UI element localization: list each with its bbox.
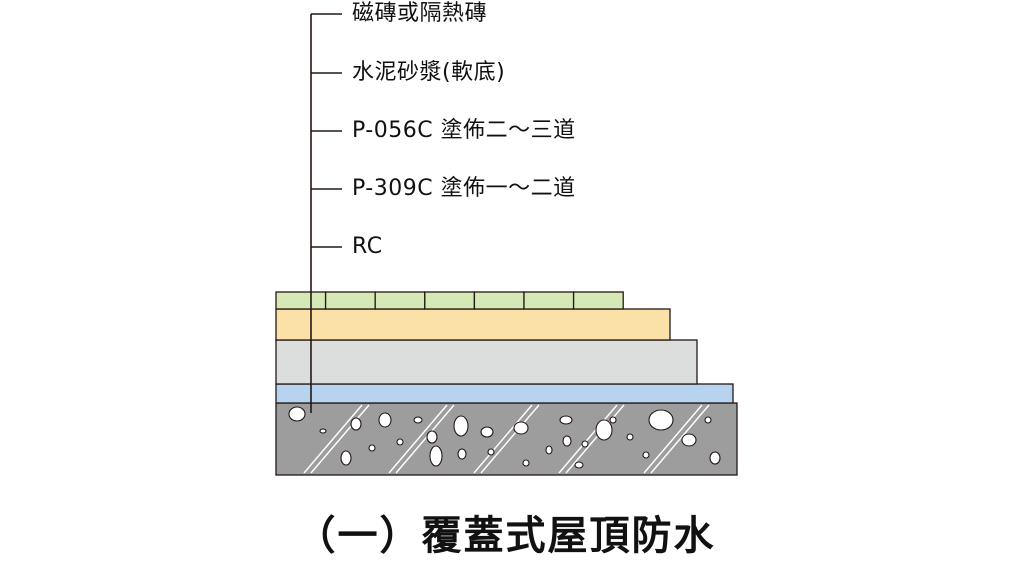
- aggregate-stone: [350, 417, 362, 431]
- aggregate-stone: [709, 451, 721, 465]
- hatch-line: [303, 404, 363, 474]
- aggregate-stone: [340, 450, 352, 466]
- aggregate-stone: [453, 415, 469, 437]
- hatch-line: [643, 404, 703, 474]
- p309c-coat-layer: [275, 383, 734, 404]
- tile-layer: [275, 291, 624, 310]
- aggregate-stone: [522, 459, 530, 467]
- p056c-coat-layer: [275, 339, 698, 385]
- hatch-line: [473, 404, 533, 474]
- hatch-line: [558, 404, 618, 474]
- aggregate-stone: [642, 451, 650, 459]
- label-p309c: P-309C 塗佈一～二道: [352, 176, 576, 201]
- hatch-line: [650, 404, 710, 474]
- aggregate-stone: [288, 406, 306, 422]
- tile: [572, 291, 624, 310]
- aggregate-stone: [574, 461, 584, 469]
- aggregate-stone: [513, 421, 529, 435]
- hatch-line: [565, 404, 625, 474]
- hatch-line: [388, 404, 448, 474]
- diagram-caption: （一）覆蓋式屋頂防水: [295, 513, 716, 559]
- tile: [473, 291, 525, 310]
- aggregate-stone: [457, 448, 467, 460]
- tile: [424, 291, 476, 310]
- hatch-line: [480, 404, 540, 474]
- aggregate-stone: [581, 440, 589, 448]
- aggregate-stone: [609, 416, 617, 424]
- aggregate-stone: [429, 445, 443, 467]
- aggregate-stone: [396, 438, 404, 446]
- aggregate-stone: [487, 448, 495, 456]
- aggregate-stone: [559, 415, 573, 425]
- hatch-line: [310, 404, 370, 474]
- aggregate-stone: [704, 416, 712, 424]
- aggregate-stone: [413, 416, 423, 424]
- label-p056c: P-056C 塗佈二～三道: [352, 118, 576, 143]
- concrete-slab: [275, 402, 738, 476]
- tile: [275, 291, 327, 310]
- label-mortar: 水泥砂漿(軟底): [352, 60, 506, 85]
- label-tile: 磁磚或隔熱磚: [352, 1, 488, 26]
- concrete-hatching: [303, 404, 710, 474]
- mortar-layer: [275, 308, 671, 341]
- aggregate-stone: [426, 430, 438, 444]
- aggregate-stone: [480, 426, 494, 438]
- leader-lines: [310, 13, 342, 413]
- aggregate-stone: [595, 419, 613, 441]
- aggregate-stone: [681, 433, 697, 447]
- aggregate-stone: [626, 433, 634, 441]
- aggregate-stone: [562, 435, 572, 447]
- aggregate-stone: [368, 444, 376, 452]
- tile: [324, 291, 376, 310]
- aggregate-stone: [378, 412, 392, 428]
- aggregate-stone: [545, 445, 553, 455]
- aggregate-stone: [319, 428, 327, 434]
- tile: [374, 291, 426, 310]
- aggregate-stone: [648, 409, 674, 431]
- concrete-aggregate: [288, 406, 721, 469]
- label-rc: RC: [352, 234, 383, 259]
- hatch-line: [395, 404, 455, 474]
- tile: [523, 291, 575, 310]
